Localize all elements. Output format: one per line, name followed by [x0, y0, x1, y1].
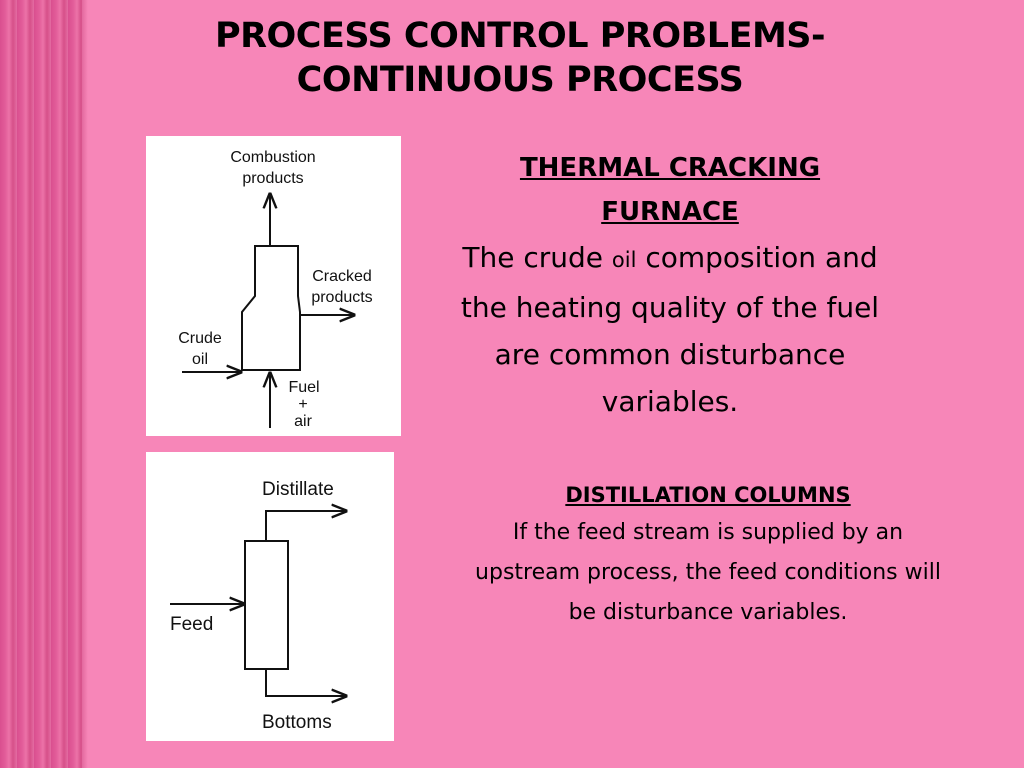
title-line-2: CONTINUOUS PROCESS [296, 60, 744, 100]
furnace-body-start: The crude [462, 241, 612, 274]
title-line-1: PROCESS CONTROL PROBLEMS- [214, 16, 826, 56]
distillation-column [244, 540, 289, 670]
furnace-heading-line-2: FURNACE [601, 197, 739, 227]
furnace-body-oil: oil [611, 248, 637, 272]
slide-title: PROCESS CONTROL PROBLEMS- CONTINUOUS PRO… [90, 14, 950, 102]
distillation-text-block: DISTILLATION COLUMNS If the feed stream … [470, 477, 946, 633]
furnace-vessel [241, 245, 301, 371]
cracked-label-2: products [311, 289, 372, 306]
furnace-diagram: Combustion products Cracked products Cru… [146, 136, 401, 436]
fuel-label-1: Fuel [288, 379, 319, 396]
distillation-description: If the feed stream is supplied by an ups… [475, 520, 941, 625]
combustion-label-2: products [242, 170, 303, 187]
decorative-stripes [0, 0, 88, 768]
bottoms-label: Bottoms [262, 712, 332, 733]
distillate-label: Distillate [262, 479, 334, 500]
distillation-diagram: Distillate Feed Bottoms [146, 452, 394, 741]
distillation-heading: DISTILLATION COLUMNS [565, 483, 851, 507]
distillate-arrow [265, 511, 346, 541]
crude-label-1: Crude [178, 330, 222, 347]
furnace-heading-line-1: THERMAL CRACKING [519, 153, 821, 183]
furnace-description: The crude oil composition and the heatin… [440, 234, 900, 425]
furnace-text-block: THERMAL CRACKING FURNACE The crude oil c… [440, 146, 900, 425]
furnace-body-end: composition and the heating quality of t… [460, 241, 880, 418]
furnace-heading: THERMAL CRACKING FURNACE [440, 146, 900, 234]
combustion-label-1: Combustion [230, 149, 315, 166]
cracked-label-1: Cracked [312, 268, 372, 285]
feed-label: Feed [170, 614, 213, 635]
fuel-label-2: + [298, 396, 307, 413]
fuel-label-3: air [294, 413, 312, 430]
crude-label-2: oil [192, 351, 208, 368]
bottoms-arrow [265, 669, 346, 696]
